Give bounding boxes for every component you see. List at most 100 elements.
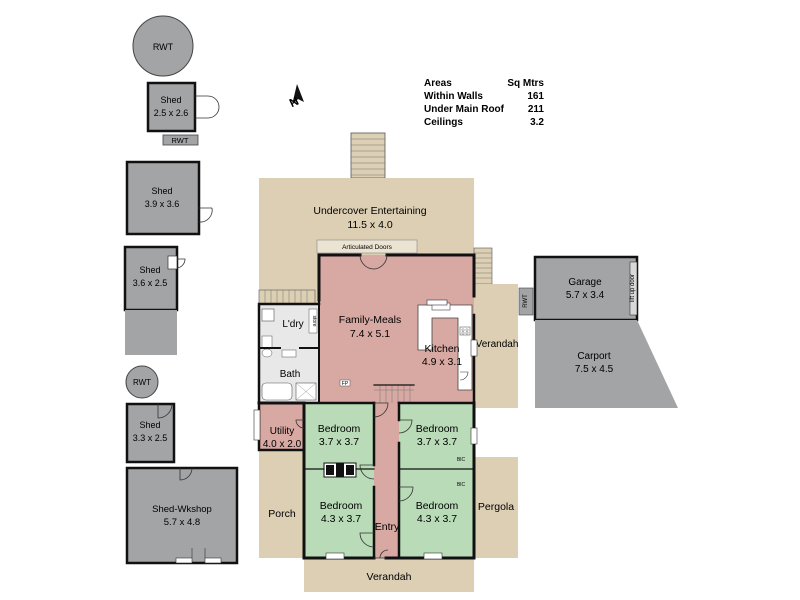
rainwater-tank-mid	[125, 365, 159, 399]
carport-name: Carport	[577, 351, 611, 362]
shed-2-name: Shed	[151, 186, 172, 196]
entertaining-dim: 11.5 x 4.0	[347, 219, 392, 231]
areas-row-within-walls-value: 161	[527, 91, 544, 102]
areas-table: Areas Sq Mtrs Within Walls 161 Under Mai…	[424, 78, 544, 128]
shed-4-dim: 3.3 x 2.5	[133, 433, 168, 443]
shed-2	[125, 160, 201, 236]
pergola	[474, 457, 518, 558]
front-verandah	[304, 558, 474, 592]
side-verandah-label: Verandah	[476, 339, 519, 350]
shed-3-dim: 3.6 x 2.5	[133, 278, 168, 288]
shed-4	[125, 402, 176, 464]
areas-header-label: Areas	[424, 78, 452, 89]
garage	[533, 255, 639, 322]
rwt-mid-label: RWT	[133, 378, 151, 387]
kitchen-benches	[417, 302, 473, 391]
shed-2-dim: 3.9 x 3.6	[145, 199, 180, 209]
bath-label: Bath	[280, 369, 301, 380]
bedroom-4	[399, 469, 474, 558]
bedroom-4-name: Bedroom	[416, 500, 459, 512]
carport-dim: 7.5 x 4.5	[575, 364, 614, 375]
front-verandah-label: Verandah	[367, 571, 412, 583]
hallway-entry	[374, 385, 399, 558]
rwt-small-label: RWT	[172, 136, 189, 145]
fireplace	[339, 379, 351, 387]
shed-1-name: Shed	[160, 95, 181, 105]
bedroom-2-name: Bedroom	[416, 423, 459, 435]
shed-3-leanto	[125, 310, 177, 355]
areas-header-unit: Sq Mtrs	[507, 78, 544, 89]
areas-row-main-roof-value: 211	[528, 104, 545, 115]
store-cupboard	[308, 308, 318, 334]
garage-lift-door	[629, 261, 638, 316]
workshop-door-top	[179, 467, 193, 481]
shed-2-door	[198, 207, 213, 223]
bedroom-1-name: Bedroom	[318, 423, 361, 435]
side-steps-right	[473, 247, 493, 285]
utility-name: Utility	[270, 426, 294, 437]
utility-room	[259, 403, 304, 450]
bedroom-3-name: Bedroom	[320, 500, 363, 512]
workshop-name: Shed-Wkshop	[152, 504, 212, 515]
areas-row-within-walls-label: Within Walls	[424, 91, 483, 102]
rainwater-tank-top	[132, 15, 194, 77]
kitchen-dim: 4.9 x 3.1	[422, 356, 462, 368]
rwt-garage-label: RWT	[523, 294, 529, 308]
rear-steps	[350, 132, 386, 179]
porch-label: Porch	[268, 508, 296, 520]
bic-label-1: BIC	[457, 457, 466, 463]
articulated-doors	[316, 239, 418, 254]
bedroom-2	[399, 403, 474, 469]
bedroom-3	[304, 469, 374, 558]
workshop-dim: 5.7 x 4.8	[164, 517, 200, 528]
bathroom-fixtures	[261, 335, 317, 401]
bedroom-fireplace	[323, 462, 357, 478]
bic-label-2: BIC	[457, 482, 466, 488]
bedroom-1-dim: 3.7 x 3.7	[319, 436, 359, 448]
shed-1-door	[195, 95, 220, 119]
bedroom-1	[304, 403, 374, 469]
rwt-top-label: RWT	[153, 42, 174, 52]
rainwater-tank-garage	[518, 287, 534, 316]
doors	[295, 254, 414, 559]
workshop-window-2	[204, 557, 222, 564]
shed-3-door	[176, 258, 186, 269]
areas-row-main-roof-label: Under Main Roof	[424, 104, 505, 115]
shed-1	[146, 81, 197, 133]
shed-4-name: Shed	[139, 420, 160, 430]
entry-label: Entry	[375, 521, 400, 533]
hall-step	[374, 385, 414, 403]
garage-door-label: lift up door	[630, 274, 636, 302]
shed-4-door	[157, 403, 173, 419]
workshop-door-bottom	[191, 548, 206, 558]
laundry-tub	[261, 308, 275, 322]
kitchen-door	[459, 371, 469, 381]
shed-1-dim: 2.5 x 2.6	[154, 108, 189, 118]
bedroom-2-dim: 3.7 x 3.7	[417, 436, 457, 448]
bedroom-3-dim: 4.3 x 3.7	[321, 513, 361, 525]
shed-workshop	[125, 466, 239, 565]
areas-row-ceilings-label: Ceilings	[424, 117, 463, 128]
rainwater-tank-small	[162, 134, 199, 146]
kitchen-name: Kitchen	[424, 343, 459, 355]
side-steps-left	[258, 289, 316, 305]
family-meals-name: Family-Meals	[339, 314, 401, 326]
laundry-label: L'dry	[282, 319, 303, 330]
articulated-doors-label: Articulated Doors	[342, 244, 393, 251]
porch	[259, 450, 304, 558]
areas-row-ceilings-value: 3.2	[530, 117, 544, 128]
carport	[535, 320, 678, 408]
store-label: store	[311, 315, 317, 326]
shed-3-window	[167, 255, 178, 270]
side-verandah	[474, 284, 518, 408]
entertaining-name: Undercover Entertaining	[313, 205, 426, 217]
north-arrow-icon: N	[287, 84, 304, 110]
pergola-label: Pergola	[478, 501, 514, 513]
family-meals-dim: 7.4 x 5.1	[350, 328, 390, 340]
windows	[253, 299, 478, 560]
bedroom-4-dim: 4.3 x 3.7	[417, 513, 457, 525]
fireplace-label: FP	[342, 381, 349, 387]
workshop-window-1	[175, 557, 193, 564]
